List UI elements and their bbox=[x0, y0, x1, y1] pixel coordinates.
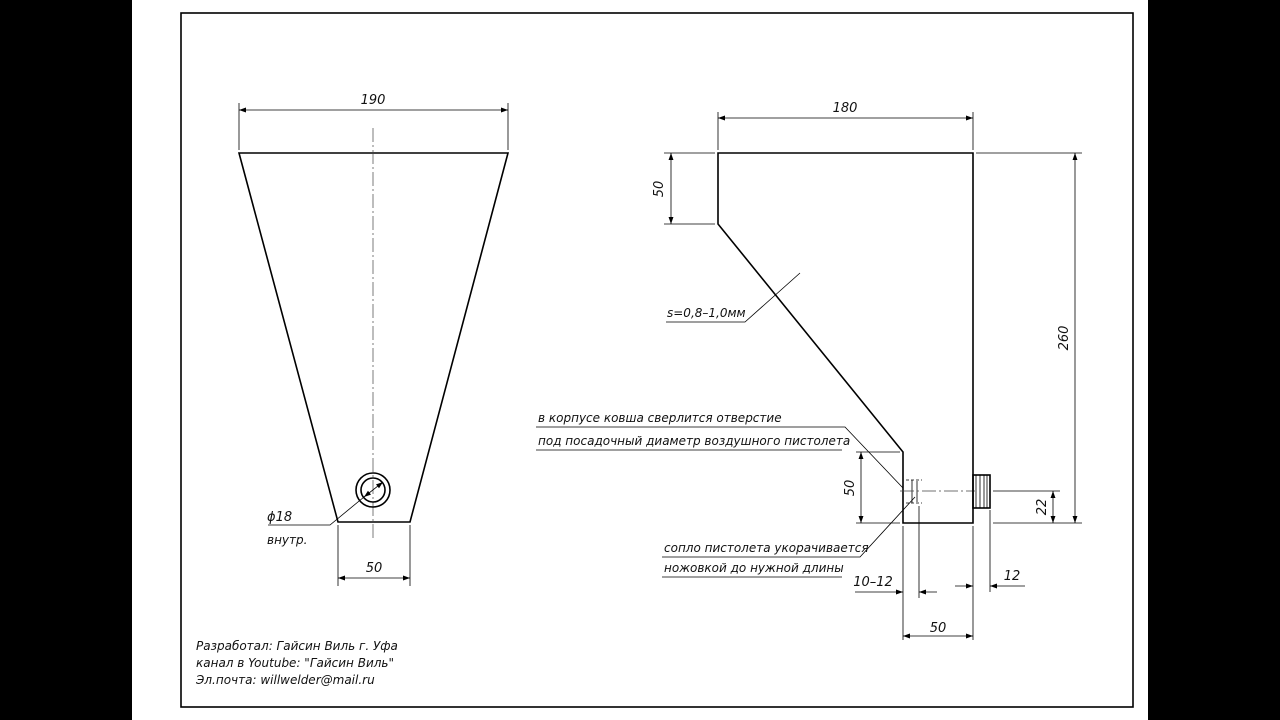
drawing-frame bbox=[180, 12, 1134, 708]
dim-nozzle-offset: 22 bbox=[1035, 499, 1050, 516]
dim-bottom-width-front: 50 bbox=[366, 561, 383, 576]
note-thickness: s=0,8–1,0мм bbox=[667, 306, 746, 320]
nozzle-thread bbox=[975, 475, 988, 508]
front-view-outline bbox=[237, 152, 510, 523]
author-line2: канал в Youtube: "Гайсин Виль" bbox=[196, 656, 394, 670]
nozzle-tip bbox=[911, 480, 918, 503]
hole-diameter-line bbox=[363, 481, 384, 498]
hole-leader bbox=[268, 496, 365, 526]
dim-hole-diameter: ϕ18 bbox=[267, 510, 292, 525]
drawing-sheet bbox=[132, 0, 1148, 720]
dim-nozzle-length: 12 bbox=[1004, 569, 1021, 584]
hole-outer-circle bbox=[355, 472, 391, 508]
dim-bottom-width-side: 50 bbox=[930, 621, 947, 636]
note-nozzle-line1: сопло пистолета укорачивается bbox=[664, 541, 869, 555]
author-line1: Разработал: Гайсин Виль г. Уфа bbox=[196, 639, 398, 653]
note-drill-line2: под посадочный диаметр воздушного пистол… bbox=[538, 434, 850, 448]
dim-nozzle-recess: 10–12 bbox=[853, 575, 893, 590]
author-line3: Эл.почта: willwelder@mail.ru bbox=[195, 673, 375, 687]
side-view bbox=[536, 112, 1082, 640]
note-nozzle-line2: ножовкой до нужной длины bbox=[664, 561, 844, 575]
dim-top-width-side: 180 bbox=[833, 101, 858, 116]
dim-total-height: 260 bbox=[1057, 326, 1072, 351]
dim-hole-height: 50 bbox=[843, 480, 858, 497]
nozzle-note-leader bbox=[662, 496, 916, 558]
dim-top-width-front: 190 bbox=[361, 93, 386, 108]
thickness-leader bbox=[666, 272, 801, 323]
dim-hole-diameter-note: внутр. bbox=[267, 533, 307, 547]
dim-top-step-height: 50 bbox=[652, 181, 667, 198]
note-drill-line1: в корпусе ковша сверлится отверстие bbox=[538, 411, 782, 425]
side-view-outline bbox=[717, 152, 974, 524]
nozzle-outside bbox=[972, 474, 991, 509]
drill-note-leader bbox=[536, 426, 904, 489]
hole-inner-circle bbox=[360, 477, 386, 503]
front-view bbox=[237, 103, 510, 586]
